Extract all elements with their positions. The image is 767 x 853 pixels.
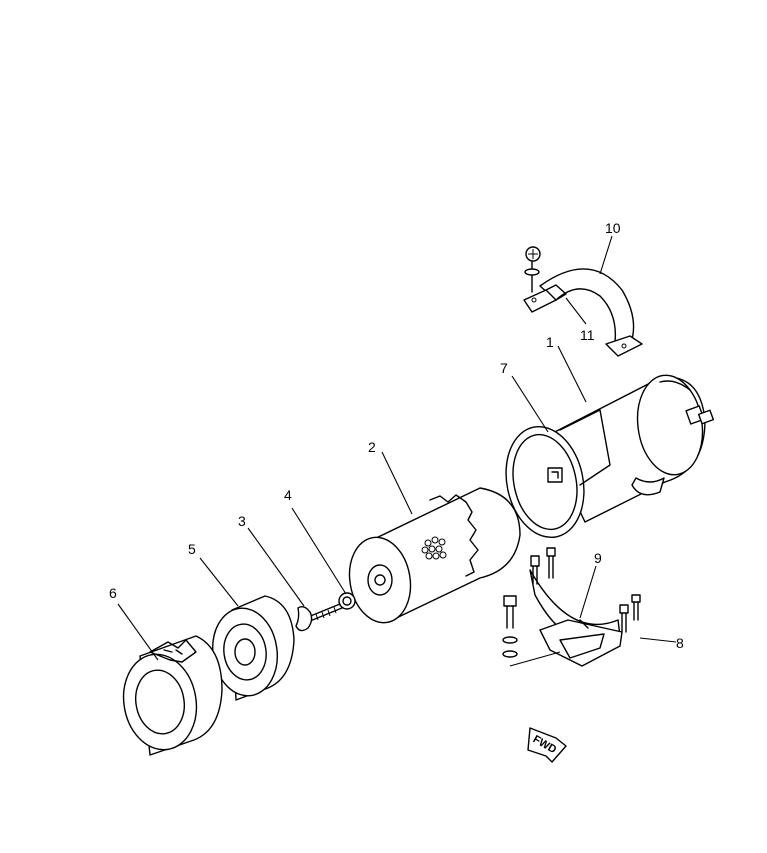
upper-strap-bracket <box>523 246 643 357</box>
leader-lines <box>117 235 677 661</box>
callout-6: 6 <box>109 585 117 601</box>
air-cleaner-body <box>505 374 715 539</box>
callout-11: 11 <box>580 327 595 343</box>
filter-element <box>348 487 521 624</box>
wing-nut-washer <box>338 592 356 610</box>
callout-10: 10 <box>605 220 621 236</box>
callout-9: 9 <box>594 550 602 566</box>
forward-direction-marker: FWD <box>527 727 567 763</box>
callout-labels: 1 2 3 4 5 6 7 8 9 10 11 <box>109 220 684 651</box>
callout-7: 7 <box>500 360 508 376</box>
callout-3: 3 <box>238 513 246 529</box>
wing-bolt <box>295 603 343 632</box>
dust-cup-cover <box>122 635 223 756</box>
callout-1: 1 <box>546 334 554 350</box>
callout-2: 2 <box>368 439 376 455</box>
callout-5: 5 <box>188 541 196 557</box>
callout-8: 8 <box>676 635 684 651</box>
pre-cleaner <box>212 595 295 701</box>
lower-mounting-bracket <box>502 547 641 667</box>
callout-4: 4 <box>284 487 292 503</box>
filter-perforations <box>421 536 447 560</box>
